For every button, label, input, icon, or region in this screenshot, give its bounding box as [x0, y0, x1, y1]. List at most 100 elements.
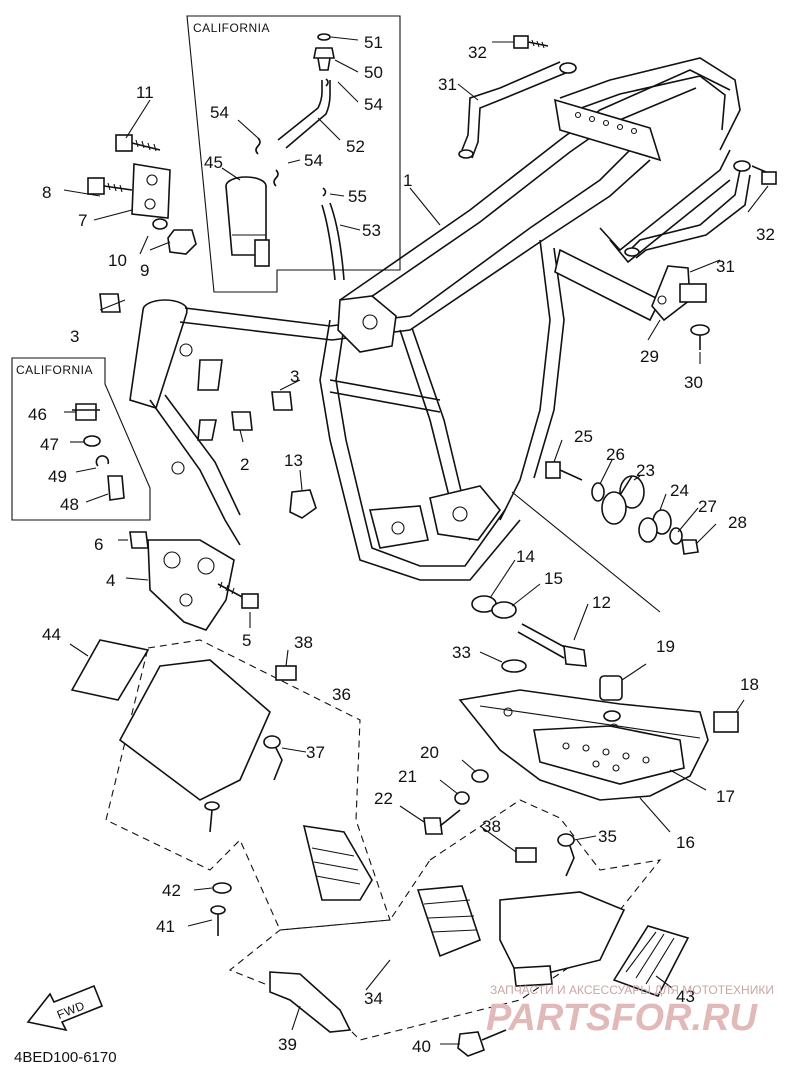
callout-23: 23: [636, 461, 655, 480]
part-53-hose: [321, 204, 336, 281]
part-30-screw: [690, 324, 710, 350]
callout-36: 36: [332, 685, 351, 704]
part-15-washer: [491, 601, 517, 619]
callout-9: 9: [140, 261, 149, 280]
callout-2: 2: [240, 455, 249, 474]
california-top-label: CALIFORNIA: [193, 21, 270, 35]
callout-39: 39: [278, 1035, 297, 1054]
part-48-fitting: [107, 475, 125, 501]
part-35-bracket: [557, 833, 575, 877]
callout-54: 54: [210, 103, 229, 122]
part-33-damper: [501, 659, 527, 673]
callout-47: 47: [40, 435, 59, 454]
callout-49: 49: [48, 467, 67, 486]
callout-45: 45: [204, 153, 223, 172]
part-8-bolt: [87, 177, 133, 195]
callout-38: 38: [294, 633, 313, 652]
callout-40: 40: [412, 1037, 431, 1056]
part-32-bolt: [751, 165, 777, 185]
callout-20: 20: [420, 743, 439, 762]
part-27-washer: [669, 527, 683, 545]
callout-26: 26: [606, 445, 625, 464]
part-45-canister: [225, 176, 270, 267]
callout-30: 30: [684, 373, 703, 392]
callout-3: 3: [70, 327, 79, 346]
callout-8: 8: [42, 183, 51, 202]
callout-21: 21: [398, 767, 417, 786]
callout-27: 27: [698, 497, 717, 516]
part-17-plate: [533, 725, 685, 785]
callout-42: 42: [162, 881, 181, 900]
callout-41: 41: [156, 917, 175, 936]
callout-32: 32: [468, 43, 487, 62]
callout-18: 18: [740, 675, 759, 694]
callout-53: 53: [362, 221, 381, 240]
part-19-damper: [599, 675, 623, 722]
part-4-engine-bracket: [147, 539, 235, 631]
part-29-bracket: [651, 265, 707, 322]
part-50-valve: [313, 47, 335, 71]
part-6-nut: [129, 531, 149, 549]
part-9-nut: [167, 229, 197, 255]
callout-34: 34: [364, 989, 383, 1008]
part-43-label: [612, 925, 690, 997]
callout-52: 52: [346, 137, 365, 156]
callout-16: 16: [676, 833, 695, 852]
california-left-region: CALIFORNIA: [11, 357, 151, 521]
leader-lines: [63, 41, 769, 1045]
part-12-bolt: [517, 623, 587, 667]
callout-1: 1: [403, 171, 412, 190]
part-34-cover-assembly: [228, 799, 662, 1041]
callout-25: 25: [574, 427, 593, 446]
part-28-nut: [681, 539, 699, 555]
california-left-label: CALIFORNIA: [16, 363, 93, 377]
part-38-clip: [515, 847, 537, 863]
callout-32: 32: [756, 225, 775, 244]
part-32-bolt: [513, 35, 549, 49]
callout-24: 24: [670, 481, 689, 500]
callout-15: 15: [544, 569, 563, 588]
part-36-cover-assembly: [105, 639, 391, 931]
part-54-clip: [255, 137, 261, 155]
callout-28: 28: [728, 513, 747, 532]
callout-22: 22: [374, 789, 393, 808]
callout-48: 48: [60, 495, 79, 514]
part-22-bolt: [423, 809, 461, 835]
callout-11: 11: [136, 83, 154, 102]
part-18-clip: [713, 711, 739, 733]
callout-4: 4: [106, 571, 115, 590]
part-46-plug: [72, 403, 100, 421]
part-5-bolt: [217, 581, 259, 609]
callout-46: 46: [28, 405, 47, 424]
part-38-clip: [275, 665, 297, 681]
callout-5: 5: [242, 631, 251, 650]
callout-33: 33: [452, 643, 471, 662]
part-54-clip: [325, 78, 329, 87]
part-1-main-frame: [129, 57, 741, 581]
part-10-washer: [152, 218, 168, 230]
callout-54: 54: [304, 151, 323, 170]
watermark: ЗАПЧАСТИ И АКСЕССУАРЫ ДЛЯ МОТОТЕХНИКИ PA…: [486, 983, 774, 1039]
part-31-grab-bar-right: [624, 160, 751, 259]
part-44-label: [70, 639, 150, 701]
part-39-bracket: [269, 971, 352, 1033]
callout-55: 55: [348, 187, 367, 206]
callout-6: 6: [94, 535, 103, 554]
callout-29: 29: [640, 347, 659, 366]
part-42-washer: [212, 882, 232, 894]
callout-51: 51: [364, 33, 383, 52]
part-54-clip: [273, 169, 279, 187]
part-25-bolt: [545, 461, 583, 481]
part-41-rivet: [210, 905, 226, 936]
part-24-collar: [638, 509, 672, 543]
part-49-clip: [95, 455, 110, 467]
callout-19: 19: [656, 637, 675, 656]
callout-7: 7: [78, 211, 87, 230]
callout-10: 10: [108, 251, 127, 270]
watermark-caption: ЗАПЧАСТИ И АКСЕССУАРЫ ДЛЯ МОТОТЕХНИКИ: [490, 983, 774, 997]
callout-35: 35: [598, 827, 617, 846]
part-23-bushing: [601, 475, 645, 525]
callout-numbers: 1 2 3 3 4 5 6 7 8 9 10 11 12 13 14 15 16…: [28, 33, 775, 1056]
part-26-washer: [591, 482, 605, 502]
callout-38: 38: [482, 817, 501, 836]
